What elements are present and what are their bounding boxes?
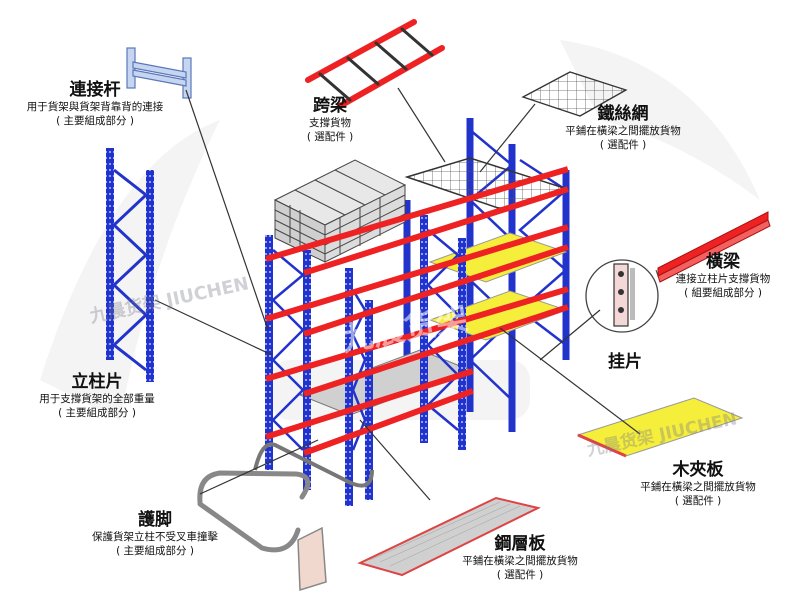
hanger-detail: [585, 259, 659, 333]
wire-mesh-part: [521, 71, 628, 117]
red-beams: [265, 166, 569, 456]
cross-beam-note: ( 組要組成部分 ): [684, 287, 762, 299]
label-wire-mesh: 鐵絲網 平鋪在橫梁之間擺放貨物 ( 選配件 ): [548, 104, 698, 152]
wood-board-desc: 平鋪在橫梁之間擺放貨物: [640, 481, 756, 493]
upright-frame-part: [106, 148, 154, 382]
label-cross-beam: 橫梁 連接立柱片支撐貨物 ( 組要組成部分 ): [656, 252, 790, 300]
wire-mesh-desc: 平鋪在橫梁之間擺放貨物: [565, 125, 681, 137]
wood-board-part: [576, 397, 744, 458]
connector-rod-desc: 用于貨架與貨架背靠背的連接: [26, 101, 164, 113]
span-beam-note: ( 選配件 ): [306, 131, 354, 143]
guard-column-base: [297, 526, 327, 592]
connector-rod-note: ( 主要組成部分 ): [56, 115, 134, 127]
span-beam-desc: 支撐貨物: [309, 117, 351, 129]
label-wood-board: 木夾板 平鋪在橫梁之間擺放貨物 ( 選配件 ): [618, 460, 778, 508]
wood-board-title: 木夾板: [672, 460, 724, 480]
label-steel-shelf: 鋼層板 平鋪在橫梁之間擺放貨物 ( 選配件 ): [440, 534, 600, 582]
guard-title: 護脚: [138, 510, 172, 530]
span-beam-part: [305, 19, 445, 109]
cross-beam-desc: 連接立柱片支撐貨物: [675, 273, 771, 285]
guard-note: ( 主要組成部分 ): [116, 545, 194, 557]
cross-beam-part: [657, 211, 771, 283]
rack-floor-guards: [253, 442, 374, 488]
wire-mesh-note: ( 選配件 ): [599, 139, 647, 151]
upright-frame-title: 立柱片: [71, 372, 123, 392]
label-span-beam: 跨梁 支撐貨物 ( 選配件 ): [265, 96, 395, 144]
steel-shelf-title: 鋼層板: [494, 534, 546, 554]
guard-desc: 保護貨架立柱不受叉車撞擊: [92, 531, 218, 543]
steel-shelf-part: [357, 496, 541, 577]
leader-lines: [154, 87, 641, 501]
guard-part: [197, 470, 311, 553]
wood-board-note: ( 選配件 ): [674, 495, 722, 507]
upright-frame-note: ( 主要組成部分 ): [58, 407, 136, 419]
upright-frame-desc: 用于支撐貨架的全部重量: [39, 393, 155, 405]
label-connector-rod: 連接杆 用于貨架與貨架背靠背的連接 ( 主要組成部分 ): [0, 80, 190, 128]
label-guard: 護脚 保護貨架立柱不受叉車撞擊 ( 主要組成部分 ): [65, 510, 245, 558]
cross-beam-title: 橫梁: [706, 252, 740, 272]
connector-rod-part: [126, 47, 192, 99]
steel-shelf-desc: 平鋪在橫梁之間擺放貨物: [462, 555, 578, 567]
span-beam-title: 跨梁: [313, 96, 347, 116]
label-upright-frame: 立柱片 用于支撐貨架的全部重量 ( 主要組成部分 ): [12, 372, 182, 420]
connector-rod-title: 連接杆: [69, 80, 121, 100]
wire-mesh-title: 鐵絲網: [597, 104, 649, 124]
hanger-title: 挂片: [608, 352, 642, 372]
steel-shelf-note: ( 選配件 ): [496, 569, 544, 581]
label-hanger: 挂片: [600, 352, 650, 372]
rack-assembly: [253, 118, 570, 506]
